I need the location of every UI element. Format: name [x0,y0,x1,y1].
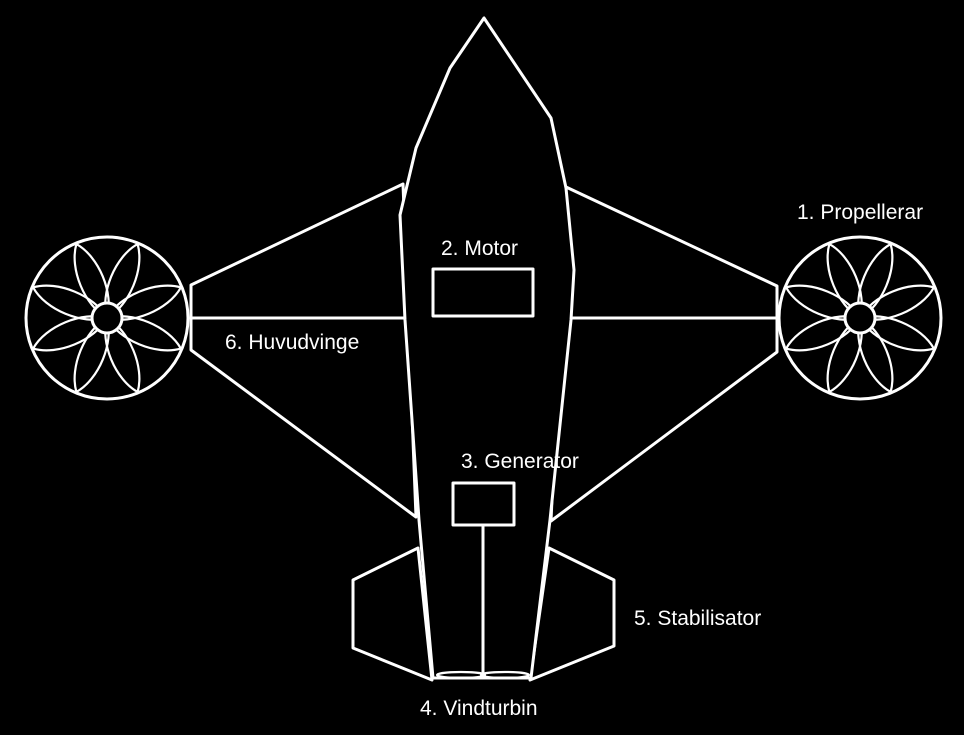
wind-turbine [435,670,531,680]
propeller-right-hub [843,301,877,335]
propeller-left-rim [24,235,190,401]
propeller-left-blade [105,284,183,321]
propeller-right-blade [858,315,936,352]
propeller-left-blade [73,316,110,394]
main-wing-label: 6. Huvudvinge [225,331,360,354]
propellers-label: 1. Propellerar [797,201,924,224]
motor-label: 2. Motor [441,237,519,260]
propeller-left-blade [31,315,109,352]
stabilizer-label: 5. Stabilisator [634,607,762,630]
propeller-right-rim [777,235,943,401]
propeller-right-blade [826,242,863,320]
propeller-left-blade [31,284,109,321]
propeller-left [24,235,190,401]
propeller-right [777,235,943,401]
fuselage [398,16,576,680]
propeller-right-blade [784,284,862,321]
propeller-left-blade [104,316,141,394]
propeller-right-blade [858,284,936,321]
stabilizer-left [351,546,434,682]
motor-box [431,267,535,318]
propeller-right-blade [784,315,862,352]
propeller-left-hub [90,301,124,335]
wind-turbine-blade-left [435,670,487,680]
generator-label: 3. Generator [461,450,579,473]
propeller-left-blade [105,315,183,352]
propeller-right-blade [857,316,894,394]
propeller-right-blade [826,316,863,394]
propeller-right-blade [857,242,894,320]
wind-turbine-label: 4. Vindturbin [420,697,538,720]
propeller-left-blade [104,242,141,320]
propeller-left-blade [73,242,110,320]
wind-turbine-blade-right [479,670,531,680]
main-wing-right [549,185,779,523]
